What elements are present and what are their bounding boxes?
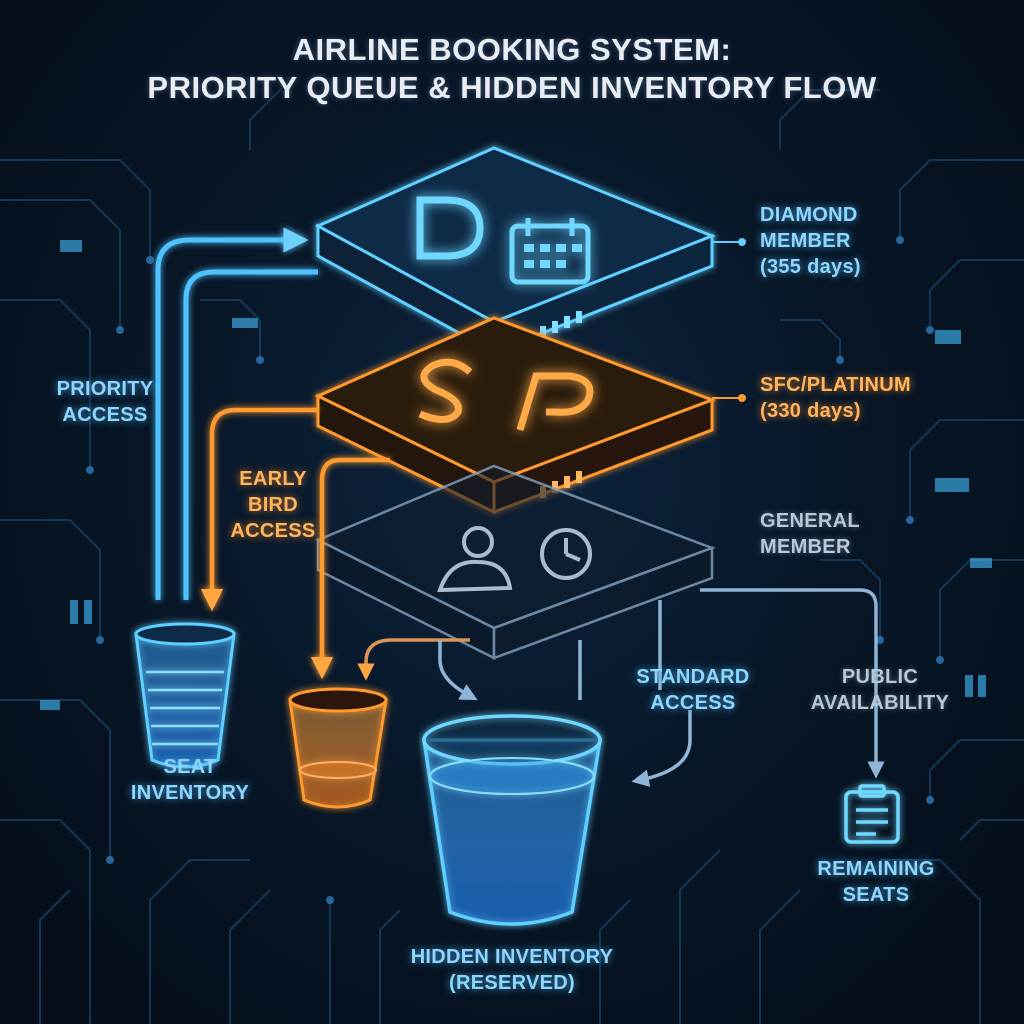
page-title-line2: PRIORITY QUEUE & HIDDEN INVENTORY FLOW (147, 70, 877, 105)
public-availability-label: PUBLIC AVAILABILITY (800, 664, 960, 716)
diamond-label-line1: DIAMOND (760, 204, 858, 226)
remaining-seats-label: REMAINING SEATS (796, 856, 956, 908)
general-label-line1: GENERAL (760, 510, 860, 532)
platinum-badge-p-icon (516, 372, 594, 431)
circuit-nodes (86, 236, 944, 904)
hidden-inventory-label: HIDDEN INVENTORY (RESERVED) (380, 944, 644, 996)
priority-label-line1: PRIORITY (56, 378, 154, 400)
remaining-line2: SEATS (842, 884, 910, 906)
diamond-label-days: (355 days) (760, 256, 861, 278)
early-bird-label: EARLY BIRD ACCESS (218, 466, 328, 544)
standard-label-line1: STANDARD (636, 666, 750, 688)
standard-label-line2: ACCESS (650, 692, 736, 714)
diamond-badge-icon (416, 196, 484, 260)
diamond-led-ports (540, 311, 582, 338)
platinum-label-line1: SFC/PLATINUM (760, 374, 911, 396)
platinum-label-days: (330 days) (760, 400, 861, 422)
circuit-background (0, 89, 1024, 1024)
general-tier-block (315, 464, 716, 661)
seat-inventory-line2: INVENTORY (130, 782, 250, 804)
public-label-line2: AVAILABILITY (810, 692, 950, 714)
early-bird-flow (200, 407, 390, 680)
seat-inventory-cup (134, 622, 236, 769)
priority-label-line2: ACCESS (62, 404, 148, 426)
early-label-line3: ACCESS (230, 520, 316, 542)
hidden-inventory-line1: HIDDEN INVENTORY (410, 946, 614, 968)
clipboard-icon (844, 784, 900, 844)
tier-leader-lines (712, 238, 746, 402)
priority-access-label: PRIORITY ACCESS (40, 376, 170, 428)
diamond-label-line2: MEMBER (760, 230, 851, 252)
calendar-icon (509, 218, 591, 285)
diamond-tier-label: DIAMOND MEMBER (355 days) (760, 202, 861, 280)
early-label-line2: BIRD (247, 494, 299, 516)
general-label-line2: MEMBER (760, 536, 851, 558)
platinum-tier-block (314, 316, 717, 515)
seat-inventory-label: SEAT INVENTORY (120, 754, 260, 806)
general-tier-label: GENERAL MEMBER (760, 508, 860, 560)
platinum-tier-label: SFC/PLATINUM (330 days) (760, 372, 911, 424)
circuit-chips (40, 240, 992, 710)
diamond-tier-block (314, 146, 717, 355)
standard-access-flow (357, 588, 885, 787)
hidden-inventory-bucket (421, 714, 603, 926)
page-title-line1: AIRLINE BOOKING SYSTEM: (292, 32, 732, 67)
early-label-line1: EARLY (239, 468, 307, 490)
standard-access-label: STANDARD ACCESS (618, 664, 768, 716)
public-label-line1: PUBLIC (841, 666, 919, 688)
early-bird-cup (288, 687, 388, 809)
hidden-inventory-line2: (RESERVED) (449, 972, 575, 994)
remaining-line1: REMAINING (817, 858, 935, 880)
seat-inventory-line1: SEAT (163, 756, 217, 778)
person-icon (437, 526, 513, 593)
platinum-badge-s-icon (418, 358, 473, 423)
priority-access-flow (155, 227, 318, 600)
clock-icon (540, 528, 592, 580)
